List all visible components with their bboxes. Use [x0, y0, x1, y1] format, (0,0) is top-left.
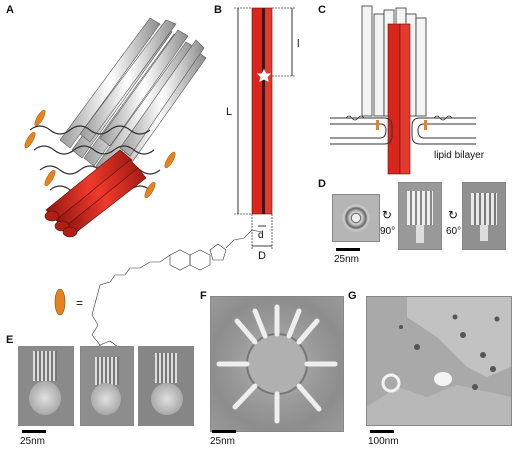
panel-label-c: C: [318, 4, 326, 16]
panel-b-schematic: [234, 7, 296, 250]
scale-bar-g: [370, 430, 394, 433]
scale-label-g: 100nm: [368, 436, 399, 447]
molecule-equals: =: [76, 296, 84, 310]
panel-c-membrane: [330, 5, 476, 175]
rotation-label-60: 60°: [446, 226, 462, 237]
em-image-d-tilted-view: [462, 182, 506, 250]
em-image-e-2: [80, 346, 134, 426]
scale-label-d: 25nm: [334, 254, 360, 265]
panel-label-b: B: [214, 4, 222, 16]
rotation-label-90: 90°: [380, 226, 396, 237]
em-image-d-top-view: [332, 194, 380, 242]
panel-label-d: D: [318, 178, 326, 190]
panel-label-f: F: [200, 290, 207, 302]
em-image-e-1: [18, 346, 74, 426]
panel-label-e: E: [6, 334, 14, 346]
length-label: L: [226, 106, 233, 118]
rotate-icon-2: ↻: [448, 208, 459, 222]
scale-label-e: 25nm: [20, 436, 46, 447]
diameter-label: D: [258, 250, 266, 262]
scale-label-f: 25nm: [210, 436, 236, 447]
panel-label-a: A: [6, 4, 14, 16]
em-image-d-side-view: [398, 182, 442, 250]
segment-label: l: [297, 38, 300, 50]
panel-label-g: G: [348, 290, 357, 302]
small-diameter-label: d: [258, 230, 264, 241]
em-image-e-3: [138, 346, 194, 426]
scale-bar-e: [22, 430, 46, 433]
cholesterol-molecule: [54, 229, 263, 396]
em-image-g-overview: [366, 296, 512, 426]
hexagonal-pattern: [342, 204, 370, 232]
rotate-icon-1: ↻: [382, 208, 393, 222]
membrane-label: lipid bilayer: [434, 150, 485, 161]
scale-bar-f: [212, 430, 236, 433]
em-image-f-vesicle: [210, 296, 344, 432]
scale-bar-d: [336, 248, 360, 251]
